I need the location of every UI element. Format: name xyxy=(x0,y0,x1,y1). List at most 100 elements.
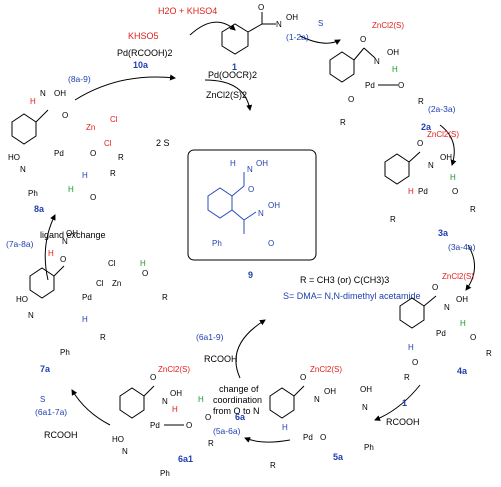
label-2a: 2a xyxy=(421,122,432,132)
step-6a1-9: (6a1-9) xyxy=(196,332,224,342)
svg-text:OH: OH xyxy=(268,201,280,210)
compound-6a1: O ZnCl2(S) N H OH Pd O O H R HO N Ph 6a1 xyxy=(112,365,214,478)
svg-text:O: O xyxy=(186,421,192,430)
label-1: 1 xyxy=(232,62,237,72)
ligand-exchange-text: ligand exchange xyxy=(40,230,106,240)
svg-text:N: N xyxy=(20,165,26,174)
svg-text:Pd: Pd xyxy=(150,421,160,430)
svg-text:Cl: Cl xyxy=(96,279,104,288)
svg-text:H: H xyxy=(140,259,146,268)
svg-text:N: N xyxy=(28,311,34,320)
svg-text:OH: OH xyxy=(54,89,66,98)
svg-text:HO: HO xyxy=(8,153,20,162)
svg-text:Pd: Pd xyxy=(436,329,446,338)
label-10a: 10a xyxy=(133,60,149,70)
step-2a-3a: (2a-3a) xyxy=(428,104,456,114)
compound-8a: N OH H O Zn Cl Cl Pd O R H R HO N Ph H O… xyxy=(8,89,124,214)
svg-text:H: H xyxy=(408,343,414,352)
svg-text:OH: OH xyxy=(324,387,336,396)
label-3a: 3a xyxy=(438,228,449,238)
label-4a: 4a xyxy=(457,366,468,376)
svg-text:Ph: Ph xyxy=(28,189,38,198)
svg-text:R: R xyxy=(118,153,124,162)
svg-text:O: O xyxy=(62,111,68,120)
svg-text:O: O xyxy=(300,373,306,382)
change-text-3: from O to N xyxy=(213,406,260,416)
svg-text:O: O xyxy=(205,413,211,422)
change-text-2: coordination xyxy=(213,395,262,405)
svg-text:Cl: Cl xyxy=(104,139,112,148)
svg-text:H: H xyxy=(82,171,88,180)
product-box xyxy=(187,149,317,261)
svg-text:H: H xyxy=(460,319,466,328)
svg-text:HO: HO xyxy=(16,295,28,304)
svg-text:S: S xyxy=(40,395,45,404)
svg-text:O: O xyxy=(258,3,264,12)
svg-text:OH: OH xyxy=(440,153,452,162)
svg-text:O: O xyxy=(320,433,326,442)
svg-text:Zn: Zn xyxy=(112,279,121,288)
svg-text:O: O xyxy=(60,255,66,264)
svg-text:Zn: Zn xyxy=(86,123,95,132)
label-6a1: 6a1 xyxy=(178,454,193,464)
svg-text:O: O xyxy=(360,35,366,44)
svg-text:N: N xyxy=(276,20,282,29)
svg-text:OH: OH xyxy=(256,159,268,168)
svg-text:N: N xyxy=(122,447,128,456)
svg-text:OH: OH xyxy=(170,389,182,398)
svg-text:O: O xyxy=(150,373,156,382)
svg-text:H: H xyxy=(172,405,178,414)
step-6a1-7a: (6a1-7a) xyxy=(35,407,67,417)
svg-text:H: H xyxy=(30,97,36,106)
svg-text:R: R xyxy=(110,169,116,178)
step-8a-9: (8a-9) xyxy=(68,74,91,84)
svg-text:O: O xyxy=(412,358,418,367)
svg-text:N: N xyxy=(374,57,380,66)
compound-2a: O ZnCl2(S) N OH H Pd O R O R 2a xyxy=(329,21,432,132)
svg-text:H: H xyxy=(450,173,456,182)
step-7a-8a: (7a-8a) xyxy=(6,239,34,249)
svg-text:R: R xyxy=(340,118,346,127)
r-definition: R = CH3 (or) C(CH3)3 xyxy=(300,275,389,285)
svg-text:Pd: Pd xyxy=(418,187,428,196)
compound-1: O N OH 1 xyxy=(221,3,298,72)
svg-text:Pd: Pd xyxy=(303,433,313,442)
svg-text:O: O xyxy=(398,81,404,90)
svg-text:R: R xyxy=(404,373,410,382)
svg-text:ZnCl2(S): ZnCl2(S) xyxy=(158,365,190,374)
svg-text:O: O xyxy=(452,187,458,196)
step-1-2a: (1-2a) xyxy=(286,32,309,42)
svg-text:O: O xyxy=(90,149,96,158)
svg-text:Pd: Pd xyxy=(365,81,375,90)
svg-text:O: O xyxy=(417,139,423,148)
svg-text:ZnCl2(S): ZnCl2(S) xyxy=(372,21,404,30)
compound-3a: O ZnCl2(S) N OH H Pd H O R R 3a xyxy=(384,130,476,238)
khso5-text: KHSO5 xyxy=(128,31,159,41)
svg-text:ZnCl2(S): ZnCl2(S) xyxy=(442,272,474,281)
svg-text:OH: OH xyxy=(360,385,372,394)
svg-text:OH: OH xyxy=(286,13,298,22)
svg-text:R: R xyxy=(208,439,214,448)
svg-text:H: H xyxy=(408,187,414,196)
product-9: N OH H O N OH Ph O 9 xyxy=(187,149,317,280)
label-7a: 7a xyxy=(40,364,51,374)
svg-text:N: N xyxy=(362,403,368,412)
label-8a: 8a xyxy=(34,204,45,214)
svg-text:O: O xyxy=(470,333,476,342)
svg-text:O: O xyxy=(90,193,96,202)
svg-text:H: H xyxy=(198,395,204,404)
svg-text:Pd: Pd xyxy=(54,149,64,158)
step-3a-4a: (3a-4a) xyxy=(448,242,476,252)
svg-text:N: N xyxy=(62,237,68,246)
svg-text:H: H xyxy=(68,185,74,194)
rcooh-text-bottom: RCOOH xyxy=(44,430,78,440)
svg-text:Ph: Ph xyxy=(364,443,374,452)
svg-text:R: R xyxy=(390,215,396,224)
svg-text:N: N xyxy=(314,395,320,404)
svg-text:Ph: Ph xyxy=(60,348,70,357)
label-6a: 6a xyxy=(235,412,246,422)
svg-text:ZnCl2(S): ZnCl2(S) xyxy=(310,365,342,374)
svg-text:H: H xyxy=(282,423,288,432)
svg-text:H: H xyxy=(48,249,54,258)
